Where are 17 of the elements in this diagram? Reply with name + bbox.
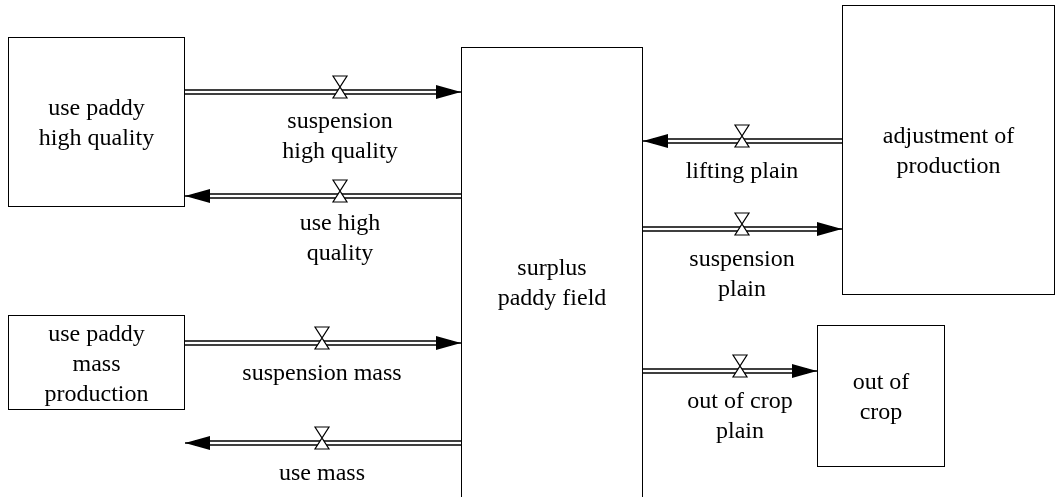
flow-arrow [642,134,843,148]
flow-arrow [642,364,818,378]
stock-label: use paddy high quality [37,93,156,152]
stock-label: adjustment of production [881,121,1016,180]
stock-box [842,5,1055,295]
flow-arrow [184,85,462,99]
flow-arrow [184,436,462,450]
flow-arrow [184,336,462,350]
stock-label: use paddy mass production [43,318,150,408]
stock-label: out of crop [851,367,911,426]
stock-label: surplus paddy field [496,253,608,312]
flow-arrow [642,222,843,236]
stock-box [8,37,185,207]
stock-box [461,47,643,497]
stock-box [817,325,945,467]
stock-box [8,315,185,410]
flow-arrow [184,189,462,203]
